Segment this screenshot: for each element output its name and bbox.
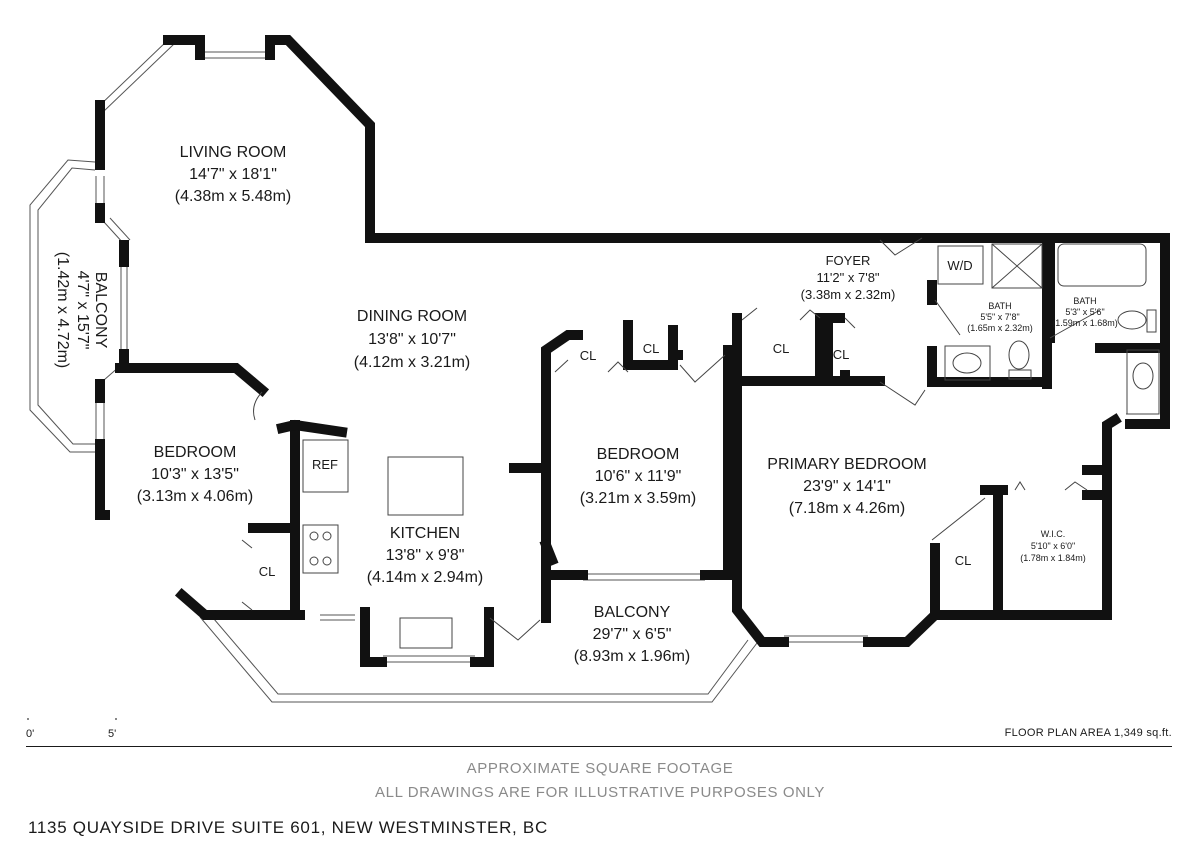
property-address: 1135 QUAYSIDE DRIVE SUITE 601, NEW WESTM… <box>28 818 548 837</box>
south-balcony-imperial: 29'7" x 6'5" <box>593 626 672 643</box>
living-room-name: LIVING ROOM <box>180 144 287 161</box>
floor-plan-area: FLOOR PLAN AREA 1,349 sq.ft. <box>1004 727 1172 739</box>
washer-dryer <box>937 245 984 285</box>
south-balcony-metric: (8.93m x 1.96m) <box>574 648 690 665</box>
kitchen-name: KITCHEN <box>390 525 460 542</box>
bath-1-name: BATH <box>988 301 1011 311</box>
center-bedroom-name: BEDROOM <box>597 446 680 463</box>
closet-label-primary: CL <box>955 553 972 568</box>
living-room-metric: (4.38m x 5.48m) <box>175 188 291 205</box>
scale-end-label: 5' <box>108 728 117 740</box>
primary-bedroom-name: PRIMARY BEDROOM <box>767 456 926 473</box>
closet-label-foyer-2: CL <box>833 347 850 362</box>
kitchen-metric: (4.14m x 2.94m) <box>367 569 483 586</box>
fixtures <box>302 243 1160 649</box>
west-bedroom-imperial: 10'3" x 13'5" <box>151 466 239 483</box>
foyer-name: FOYER <box>826 253 871 268</box>
center-bedroom-metric: (3.21m x 3.59m) <box>580 490 696 507</box>
shower <box>991 243 1043 289</box>
vanity-2 <box>1126 349 1160 415</box>
scale-bar <box>27 718 117 720</box>
wic-imperial: 5'10" x 6'0" <box>1031 541 1075 551</box>
dining-room-name: DINING ROOM <box>357 308 467 325</box>
west-bedroom-metric: (3.13m x 4.06m) <box>137 488 253 505</box>
door-swings <box>241 237 1101 641</box>
ref-label: REF <box>312 457 338 472</box>
kitchen-island <box>387 456 464 516</box>
bath-2-imperial: 5'3" x 5'6" <box>1065 307 1104 317</box>
west-balcony-name: BALCONY <box>92 272 109 349</box>
walls <box>95 35 1170 667</box>
closet-label-foyer-1: CL <box>773 341 790 356</box>
foyer-metric: (3.38m x 2.32m) <box>801 287 896 302</box>
bath-1-metric: (1.65m x 2.32m) <box>967 323 1033 333</box>
west-bedroom-name: BEDROOM <box>154 444 237 461</box>
west-balcony-metric: (1.42m x 4.72m) <box>54 252 71 368</box>
closet-label-center-2: CL <box>643 341 660 356</box>
vanity-1 <box>944 345 991 381</box>
dining-room-metric: (4.12m x 3.21m) <box>354 354 470 371</box>
footer-divider <box>26 746 1172 747</box>
bath-1-imperial: 5'5" x 7'8" <box>980 312 1019 322</box>
foyer-imperial: 11'2" x 7'8" <box>816 270 879 285</box>
windows <box>95 39 1154 663</box>
living-room-imperial: 14'7" x 18'1" <box>189 166 277 183</box>
floor-plan: LIVING ROOM 14'7" x 18'1" (4.38m x 5.48m… <box>27 35 1170 720</box>
kitchen-sink <box>399 617 453 649</box>
bath-2-metric: (1.59m x 1.68m) <box>1052 318 1118 328</box>
wic-metric: (1.78m x 1.84m) <box>1020 553 1086 563</box>
wic-name: W.I.C. <box>1041 529 1066 539</box>
dining-room-imperial: 13'8" x 10'7" <box>368 331 456 348</box>
bath-2-name: BATH <box>1073 296 1096 306</box>
toilet-2 <box>1117 310 1147 330</box>
room-labels: LIVING ROOM 14'7" x 18'1" (4.38m x 5.48m… <box>54 144 1118 665</box>
stove <box>302 524 339 574</box>
toilet-1 <box>1008 340 1030 370</box>
bathtub <box>1057 243 1147 287</box>
scale-start-label: 0' <box>26 728 35 740</box>
closet-label-center-1: CL <box>580 348 597 363</box>
closet-label-west: CL <box>259 564 276 579</box>
primary-bedroom-metric: (7.18m x 4.26m) <box>789 500 905 517</box>
center-bedroom-imperial: 10'6" x 11'9" <box>595 468 682 485</box>
west-balcony-imperial: 4'7" x 15'7" <box>74 271 91 350</box>
disclaimer-line-1: APPROXIMATE SQUARE FOOTAGE <box>466 760 734 777</box>
kitchen-imperial: 13'8" x 9'8" <box>386 547 465 564</box>
primary-bedroom-imperial: 23'9" x 14'1" <box>803 478 891 495</box>
refrigerator <box>302 439 349 493</box>
balcony-railings <box>29 159 758 703</box>
disclaimer-line-2: ALL DRAWINGS ARE FOR ILLUSTRATIVE PURPOS… <box>375 784 825 801</box>
south-balcony-name: BALCONY <box>594 604 671 621</box>
wd-label: W/D <box>947 258 972 273</box>
